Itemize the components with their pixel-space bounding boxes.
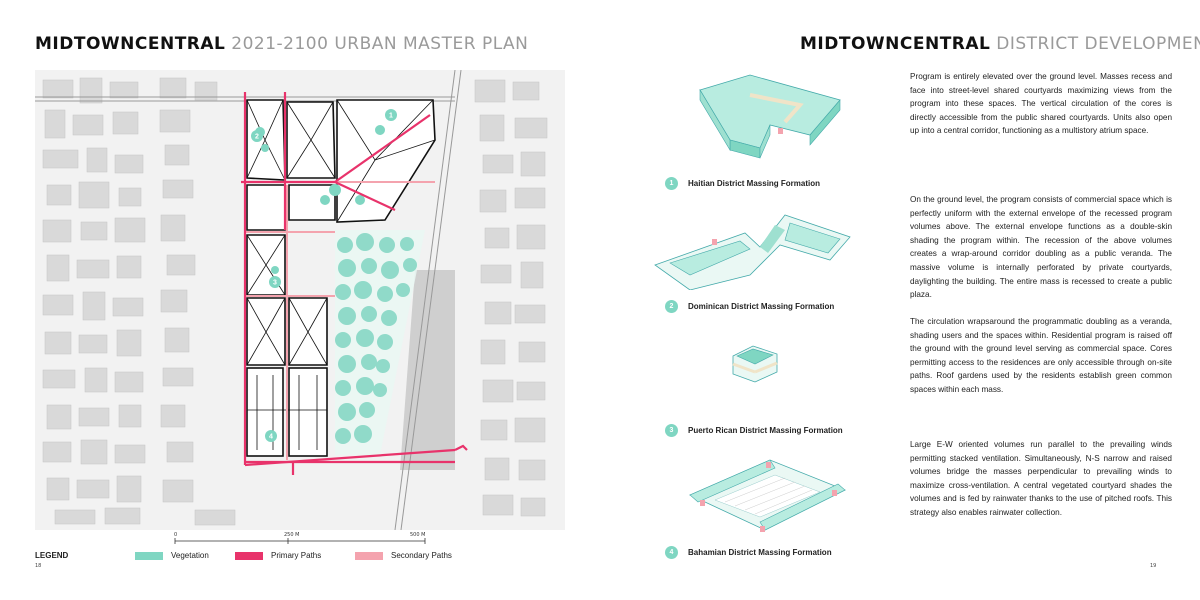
page-number-right: 19 — [1150, 563, 1157, 569]
number-badge: 3 — [665, 424, 678, 437]
map-marker-1: 1 — [389, 113, 393, 120]
page-number-left: 18 — [35, 563, 42, 569]
title-light: 2021-2100 URBAN MASTER PLAN — [231, 34, 529, 54]
number-badge: 4 — [665, 546, 678, 559]
district-description-2: On the ground level, the program consist… — [910, 195, 1172, 300]
primary-path-swatch — [235, 551, 263, 560]
district-description-3: The circulation wrapsaround the programm… — [910, 317, 1172, 394]
legend-item-vegetation: Vegetation — [135, 551, 209, 560]
district-caption-3: 3 Puerto Rican District Massing Formatio… — [665, 424, 843, 437]
number-badge: 1 — [665, 177, 678, 190]
legend-label: Vegetation — [171, 551, 209, 560]
scale-start: 0 — [174, 532, 178, 538]
scale-bar — [174, 538, 426, 544]
number-badge: 2 — [665, 300, 678, 313]
legend-item-secondary-paths: Secondary Paths — [355, 551, 452, 560]
park-vegetation — [335, 230, 425, 455]
caption-text: Puerto Rican District Massing Formation — [688, 426, 843, 435]
map-marker-4: 4 — [269, 434, 273, 441]
dominican-massing-diagram — [654, 214, 851, 290]
caption-text: Haitian District Massing Formation — [688, 179, 821, 188]
district-caption-2: 2 Dominican District Massing Formation — [665, 300, 834, 313]
scale-mid: 250 M — [284, 532, 300, 538]
right-page-title: MIDTOWNCENTRAL DISTRICT DEVELOPMENT — [800, 34, 1200, 54]
district-description-4: Large E-W oriented volumes run parallel … — [910, 440, 1172, 517]
puerto-rican-massing-diagram — [732, 345, 778, 383]
legend-label: Secondary Paths — [391, 551, 452, 560]
secondary-path-swatch — [355, 551, 383, 560]
primary-paths — [241, 92, 468, 475]
district-description-1: Program is entirely elevated over the gr… — [910, 72, 1172, 136]
map-markers — [251, 109, 397, 442]
legend-title: LEGEND — [35, 551, 69, 560]
district-caption-4: 4 Bahamian District Massing Formation — [665, 546, 832, 559]
district-caption-1: 1 Haitian District Massing Formation — [665, 177, 820, 190]
legend-label: Primary Paths — [271, 551, 322, 560]
haitian-massing-diagram — [699, 74, 841, 159]
bahamian-massing-diagram — [689, 459, 846, 532]
map-marker-2: 2 — [255, 134, 259, 141]
caption-text: Dominican District Massing Formation — [688, 302, 835, 311]
legend-item-primary-paths: Primary Paths — [235, 551, 321, 560]
scale-end: 500 M — [410, 532, 426, 538]
map-marker-3: 3 — [273, 280, 277, 287]
title-strong: MIDTOWNCENTRAL — [800, 34, 991, 54]
title-strong: MIDTOWNCENTRAL — [35, 34, 226, 54]
master-plan-map: 1 2 3 4 — [35, 70, 565, 530]
parking-lot — [400, 270, 455, 470]
roof-lines — [246, 99, 436, 450]
left-page-title: MIDTOWNCENTRAL 2021-2100 URBAN MASTER PL… — [35, 34, 528, 54]
background-buildings — [42, 77, 548, 526]
caption-text: Bahamian District Massing Formation — [688, 548, 832, 557]
vegetation-swatch — [135, 551, 163, 560]
title-light: DISTRICT DEVELOPMENT — [996, 34, 1200, 54]
